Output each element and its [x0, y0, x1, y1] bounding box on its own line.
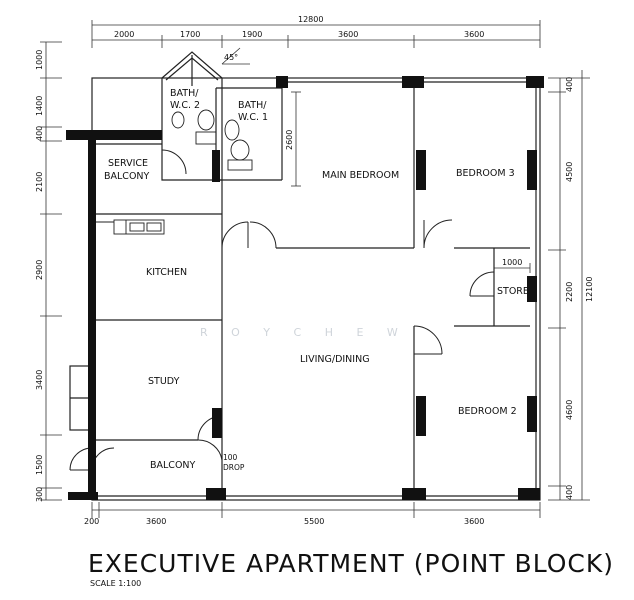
- interior-walls: [69, 51, 541, 501]
- living-dining-label: LIVING/DINING: [300, 354, 370, 365]
- bedroom3-label: BEDROOM 3: [456, 168, 515, 179]
- balcony-label: BALCONY: [150, 460, 196, 471]
- bath2-label-line2: W.C. 2: [170, 100, 200, 111]
- watermark: R O Y C H E W: [200, 326, 408, 339]
- dim-left-8: 300: [35, 487, 44, 502]
- dim-top-5: 3600: [464, 30, 484, 39]
- dim-right-total: 12100: [585, 277, 594, 302]
- plan-scale: SCALE 1:100: [90, 579, 141, 588]
- dim-inner-2600: 2600: [285, 130, 294, 150]
- dim-left-2: 1400: [35, 96, 44, 116]
- dim-left-4: 2100: [35, 172, 44, 192]
- room-labels: BATH/ W.C. 2 BATH/ W.C. 1 MAIN BEDROOM B…: [104, 88, 529, 472]
- dim-top-total: 12800: [298, 15, 323, 24]
- dim-top-3: 1900: [242, 30, 262, 39]
- dim-left-1: 1000: [35, 50, 44, 70]
- study-label: STUDY: [148, 376, 180, 387]
- store-label: STORE: [497, 286, 529, 297]
- bath2-label-line1: BATH/: [170, 88, 199, 99]
- dimension-labels: 12800 2000 1700 1900 3600 3600 200 3600 …: [35, 15, 594, 526]
- dim-bottom-1: 200: [84, 517, 99, 526]
- dim-right-1: 400: [565, 77, 574, 92]
- dim-left-5: 2900: [35, 260, 44, 280]
- bath1-label-line2: W.C. 1: [238, 112, 268, 123]
- dim-top-1: 2000: [114, 30, 134, 39]
- main-bedroom-label: MAIN BEDROOM: [322, 170, 399, 181]
- dim-right-5: 400: [565, 485, 574, 500]
- dim-left-3: 400: [35, 126, 44, 141]
- dim-left-6: 3400: [35, 370, 44, 390]
- door-swings: [69, 149, 495, 471]
- dim-right-2: 4500: [565, 162, 574, 182]
- kitchen-label: KITCHEN: [146, 267, 187, 278]
- dim-inner-1000: 1000: [502, 258, 522, 267]
- dim-bottom-3: 5500: [304, 517, 324, 526]
- drop-label-line2: DROP: [223, 463, 245, 472]
- structural-walls: [66, 76, 544, 500]
- service-balcony-label-line2: BALCONY: [104, 171, 150, 182]
- bath1-label-line1: BATH/: [238, 100, 267, 111]
- drop-label-line1: 100: [223, 453, 238, 462]
- service-balcony-label-line1: SERVICE: [108, 158, 148, 169]
- dim-bottom-4: 3600: [464, 517, 484, 526]
- dim-bottom-2: 3600: [146, 517, 166, 526]
- dim-left-7: 1500: [35, 455, 44, 475]
- fixtures: [96, 109, 253, 235]
- dim-top-2: 1700: [180, 30, 200, 39]
- dim-right-3: 2200: [565, 282, 574, 302]
- dim-top-4: 3600: [338, 30, 358, 39]
- dim-right-4: 4600: [565, 400, 574, 420]
- dimension-lines: [40, 20, 590, 518]
- angle-label: 45°: [224, 53, 238, 62]
- bedroom2-label: BEDROOM 2: [458, 406, 517, 417]
- plan-title: EXECUTIVE APARTMENT (POINT BLOCK): [88, 549, 614, 578]
